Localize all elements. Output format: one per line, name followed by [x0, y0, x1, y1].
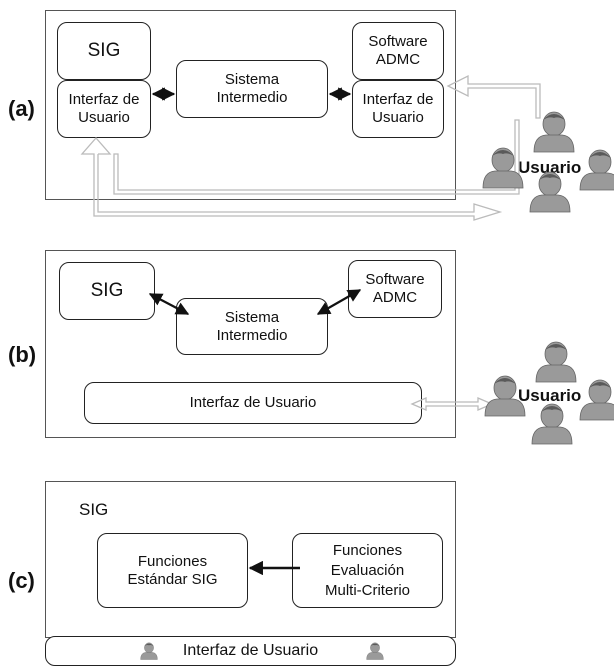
sig-box: SIG	[59, 262, 155, 320]
sig-box: SIG	[57, 22, 151, 80]
user-interface-right-box: Interfaz de Usuario	[352, 80, 444, 138]
user-icon	[579, 379, 614, 421]
user-icon	[529, 171, 571, 213]
user-interface-box: Interfaz de Usuario	[84, 382, 422, 424]
sig-title: SIG	[79, 500, 109, 519]
software-admc-box: Software ADMC	[352, 22, 444, 80]
user-icon	[533, 111, 575, 153]
intermediate-system-box: Sistema Intermedio	[176, 298, 328, 355]
user-icon	[531, 403, 573, 445]
user-icon	[482, 147, 524, 189]
users-label: Usuario	[518, 158, 582, 177]
panel-a-label: (a)	[8, 96, 35, 121]
standard-functions-box: Funciones Estándar SIG	[97, 533, 248, 608]
user-interface-box: Interfaz de Usuario	[45, 636, 456, 666]
intermediate-system-box: Sistema Intermedio	[176, 60, 328, 118]
panel-c-label: (c)	[8, 568, 35, 593]
user-icon	[535, 341, 577, 383]
software-admc-box: Software ADMC	[348, 260, 442, 318]
users-label: Usuario	[518, 386, 582, 405]
mcda-functions-box: Funciones Evaluación Multi-Criterio	[292, 533, 443, 608]
user-interface-left-box: Interfaz de Usuario	[57, 80, 151, 138]
user-icon	[579, 149, 614, 191]
panel-b-label: (b)	[8, 342, 37, 367]
